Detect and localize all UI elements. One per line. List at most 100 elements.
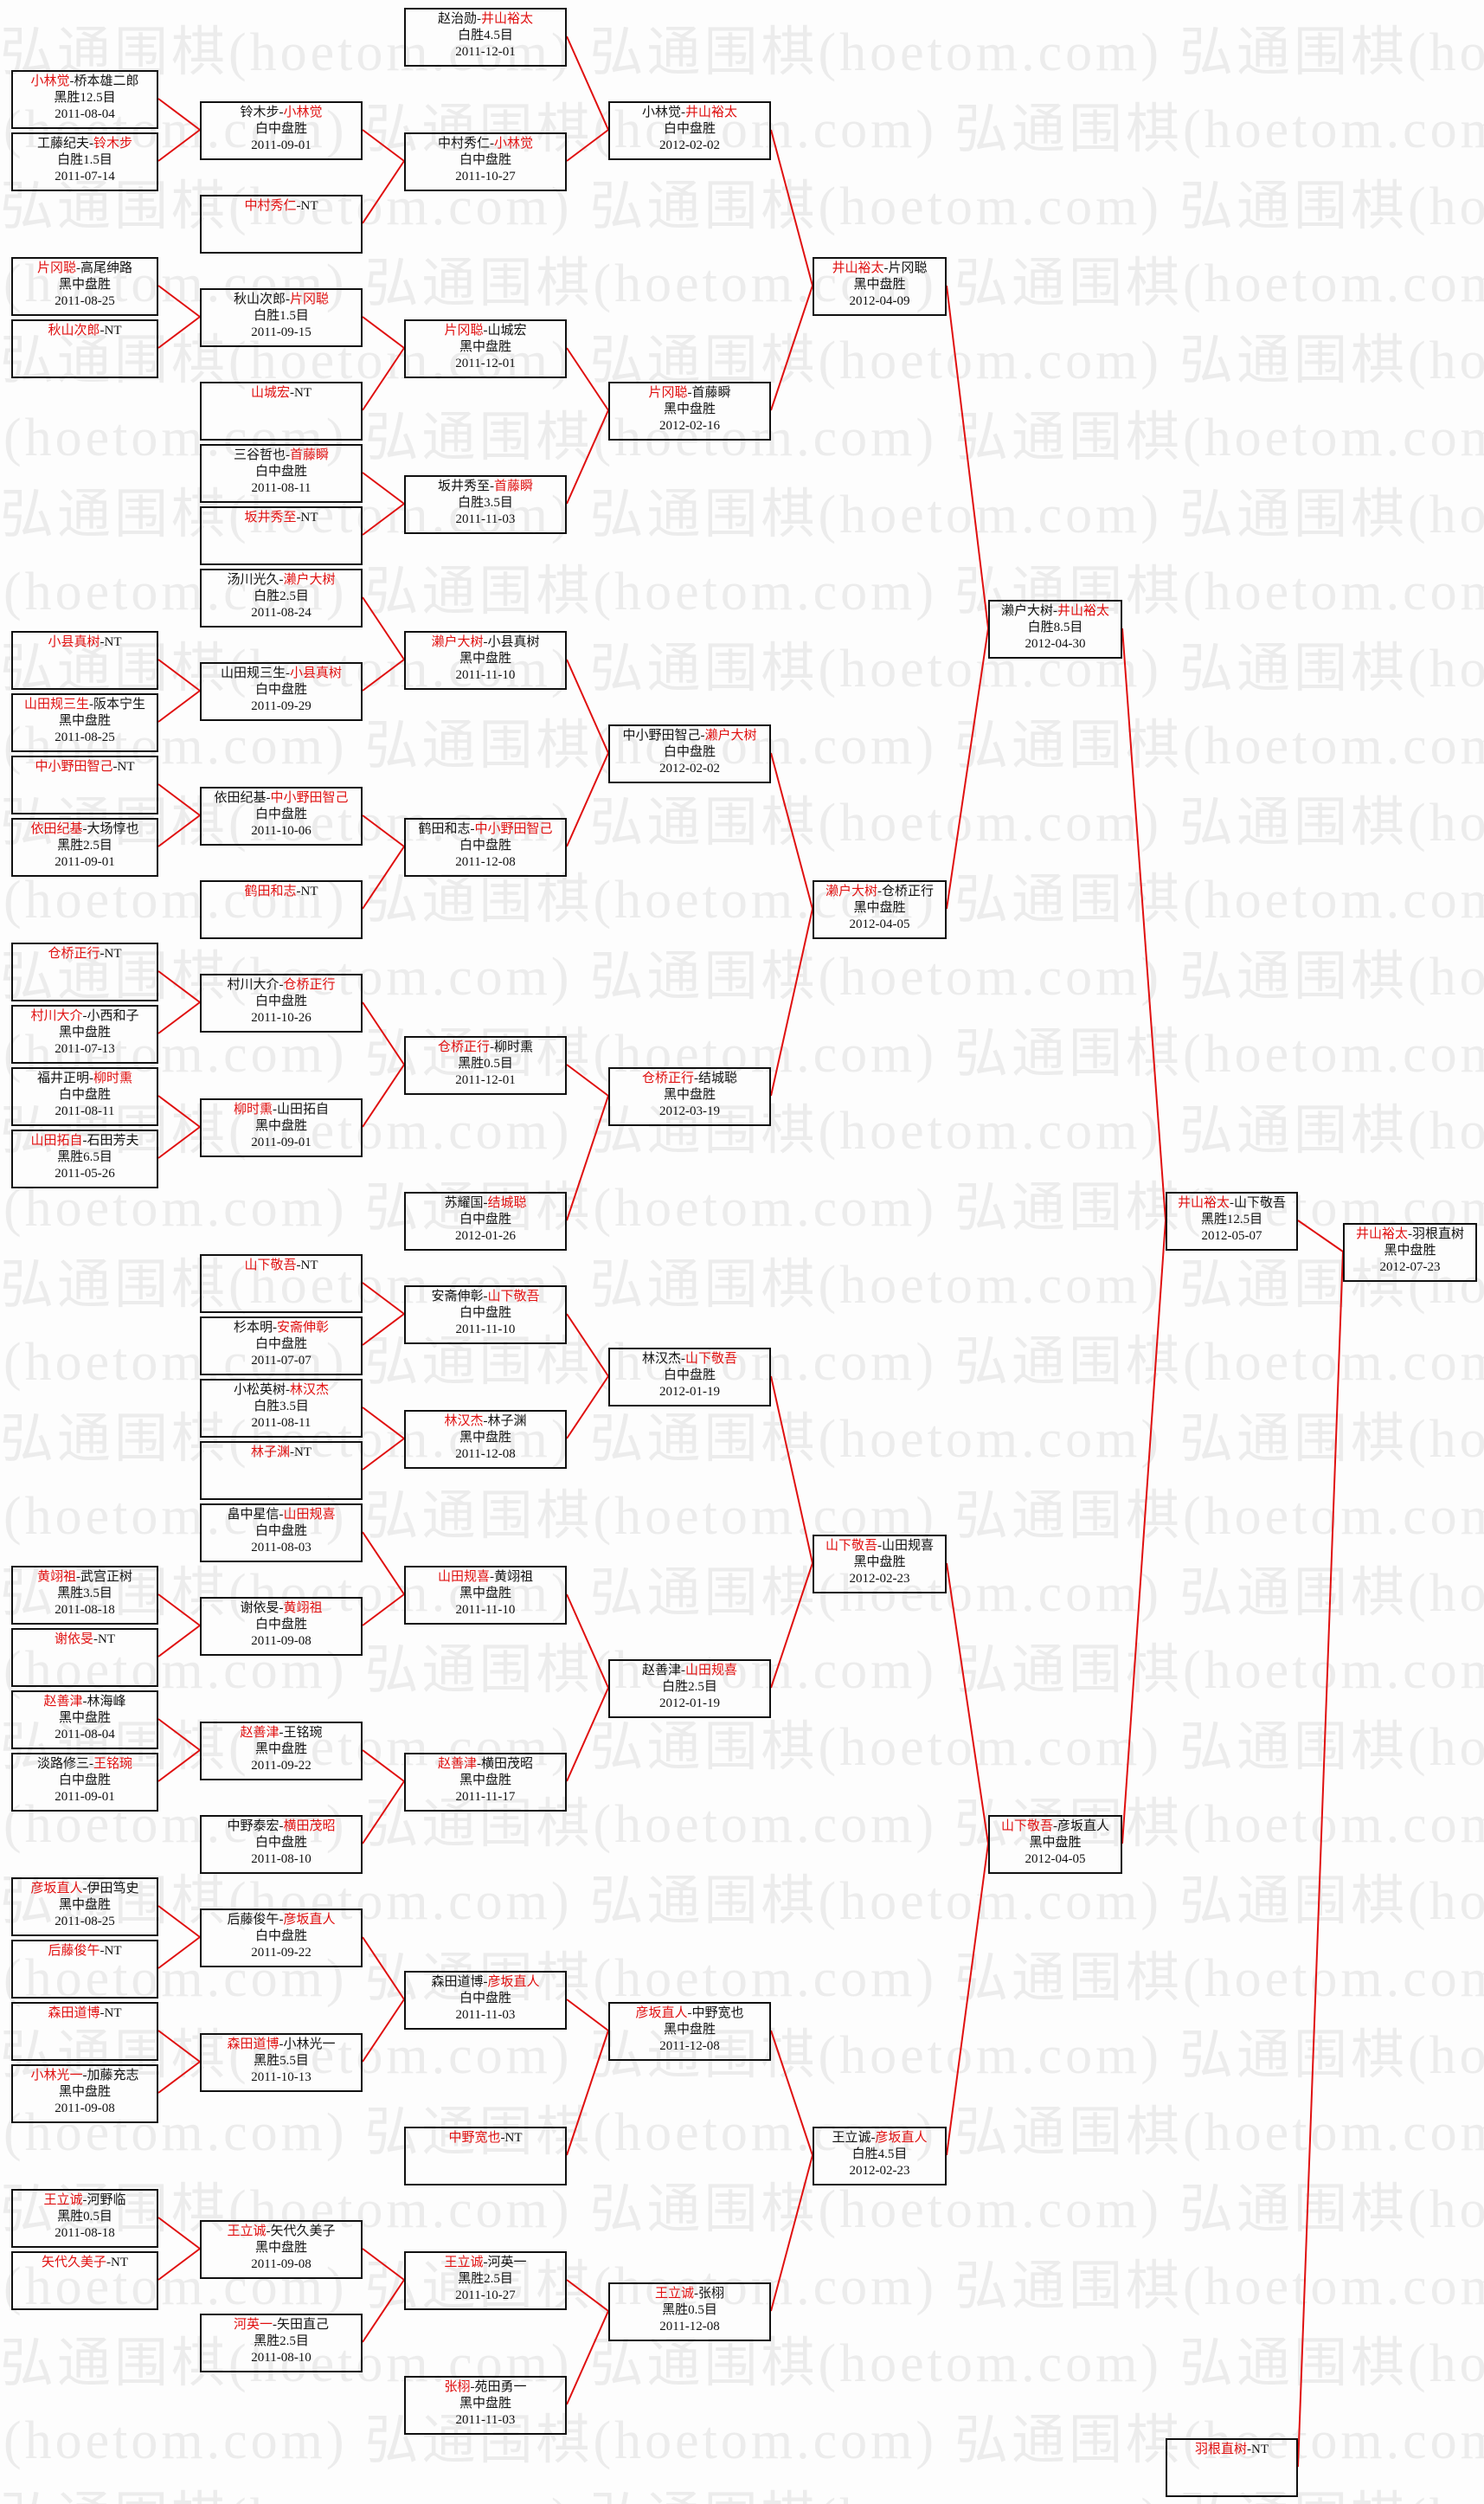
separator: - bbox=[1053, 1819, 1057, 1833]
separator: - bbox=[76, 261, 80, 275]
match-result: 白中盘胜 bbox=[459, 1213, 511, 1226]
connector-line bbox=[946, 285, 989, 629]
match-box[interactable]: 中小野田智己-NT bbox=[11, 756, 158, 814]
match-box[interactable]: 山城宏-NT bbox=[200, 382, 363, 441]
match-box[interactable]: 小县真树-NT bbox=[11, 631, 158, 690]
match-box[interactable]: 中野宽也-NT bbox=[404, 2127, 567, 2185]
match-box[interactable]: 森田道博-NT bbox=[11, 2002, 158, 2061]
match-result: 黑中盘胜 bbox=[853, 278, 906, 292]
match-box[interactable]: 谢依旻-NT bbox=[11, 1628, 158, 1687]
separator: - bbox=[279, 1601, 284, 1615]
match-box[interactable]: 林子渊-NT bbox=[200, 1441, 363, 1500]
connector-line bbox=[157, 1936, 201, 1969]
match-box[interactable]: 后藤俊午-NT bbox=[11, 1940, 158, 1999]
connector-line bbox=[566, 1375, 609, 1439]
nt-label: NT bbox=[104, 2006, 122, 2020]
winner-name: 濑户大树 bbox=[825, 885, 877, 898]
match-box[interactable]: 矢代久美子-NT bbox=[11, 2251, 158, 2310]
match-box[interactable]: 鹤田和志-NT bbox=[200, 880, 363, 939]
match-players: 山下敬吾-NT bbox=[202, 1258, 361, 1274]
match-box[interactable]: 中村秀仁-NT bbox=[200, 195, 363, 254]
connector-line bbox=[362, 347, 405, 411]
match-date: 2011-10-06 bbox=[251, 824, 312, 838]
match-box[interactable]: 羽根直树-NT bbox=[1166, 2438, 1298, 2497]
match-box[interactable]: 秋山次郎-NT bbox=[11, 319, 158, 378]
player-name: 淡路修三 bbox=[36, 1757, 89, 1771]
match-date: 2011-08-25 bbox=[55, 294, 115, 308]
winner-name: 濑户大树 bbox=[431, 635, 484, 649]
match-box[interactable]: 坂井秀至-NT bbox=[200, 506, 363, 565]
connector-line bbox=[362, 472, 405, 505]
match-result: 白中盘胜 bbox=[254, 122, 307, 136]
connector-line bbox=[1297, 1220, 1344, 1252]
match-box[interactable]: 山下敬吾-NT bbox=[200, 1254, 363, 1313]
winner-name: 中村秀仁 bbox=[244, 199, 297, 213]
match-box[interactable]: 仓桥正行-NT bbox=[11, 943, 158, 1001]
